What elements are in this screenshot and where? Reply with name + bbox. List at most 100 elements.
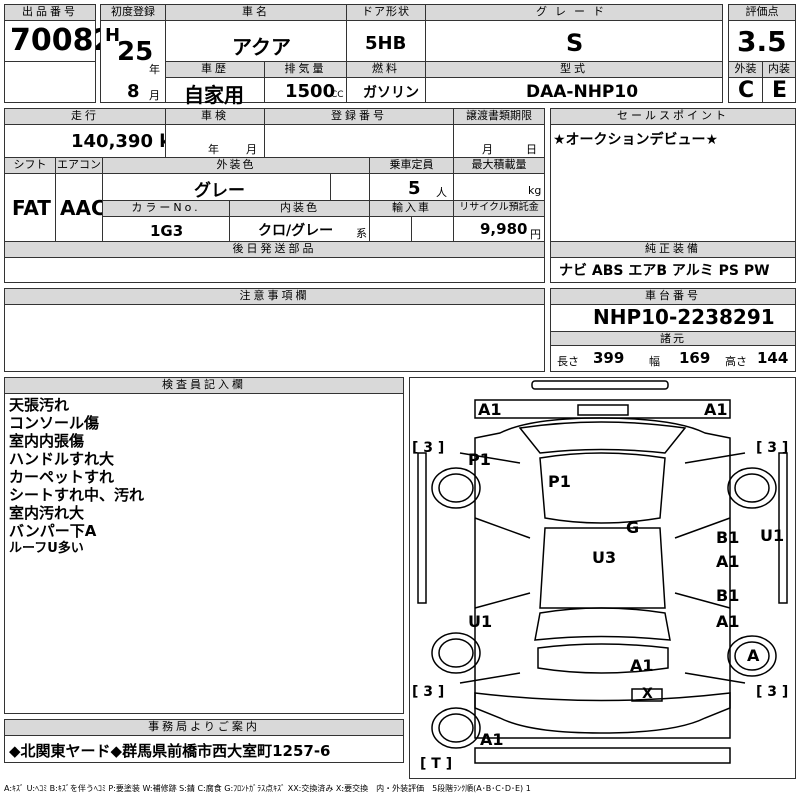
office-label: 事務局よりご案内 [5, 720, 403, 736]
car-diagram: A1 A1 [ 3 ] [ 3 ] P1 P1 G B1 U1 U3 A1 B1… [409, 377, 796, 779]
office-box: 事務局よりご案内 ◆北関東ヤード◆群馬県前橋市西大室町1257-6 [4, 719, 404, 763]
mark-x-plate: X [642, 686, 653, 702]
recycle-unit: 円 [530, 228, 541, 241]
first-reg-box: 初度登録 H 25 年 8 月 [100, 4, 166, 103]
model-value: DAA-NHP10 [526, 82, 639, 102]
shift-label: シフト [5, 158, 55, 173]
mark-front-right: A1 [704, 400, 728, 419]
int-grade-value: E [772, 78, 788, 103]
note-line: ルーフU多い [9, 541, 84, 556]
mark-tire-fl: [ 3 ] [412, 440, 445, 456]
first-reg-year: 25 [117, 37, 154, 67]
mark-p1-hood: P1 [548, 472, 571, 491]
ext-grade-box: 外装 C [728, 61, 763, 103]
note-line: 室内内張傷 [9, 432, 85, 450]
first-reg-year-unit: 年 [149, 63, 160, 76]
mark-b1-b: B1 [716, 586, 740, 605]
later-parts-box: 後日発送部品 [4, 241, 545, 283]
max-load-unit: kg [528, 184, 542, 197]
specs-label: 諸元 [551, 331, 795, 346]
lot-box: 出品番号 70082 [4, 4, 114, 62]
transfer-month-unit: 月 [482, 143, 493, 156]
ext-color-value: グレー [194, 181, 245, 201]
int-grade-label: 内装 [763, 62, 795, 78]
note-line: バンパー下A [9, 522, 97, 540]
height-label: 高さ [725, 355, 747, 368]
sales-point-label: セールスポイント [551, 109, 795, 125]
ext-grade-label: 外装 [729, 62, 762, 78]
ext-grade-value: C [738, 78, 755, 103]
max-load-label: 最大積載量 [454, 158, 544, 173]
first-reg-month: 8 [127, 81, 140, 102]
fuel-value: ガソリン [363, 85, 419, 101]
transfer-box: 譲渡書類期限 月 日 [453, 108, 545, 158]
note-line: カーペットすれ [9, 468, 115, 486]
displacement-box: 排気量 1500 CC [264, 61, 347, 103]
transfer-label: 譲渡書類期限 [454, 109, 544, 125]
displacement-value: 1500 [285, 81, 336, 102]
mileage-label: 走行 [5, 109, 165, 125]
equipment-label: 純正装備 [551, 242, 795, 258]
height-value: 144 [757, 349, 789, 367]
int-color-label: 内装色 [230, 201, 369, 216]
history-value: 自家用 [184, 83, 244, 107]
mark-p1-fender: P1 [468, 450, 491, 469]
capacity-unit: 人 [436, 186, 447, 199]
transfer-day-unit: 日 [526, 143, 537, 156]
inspection-month-unit: 月 [246, 143, 257, 156]
mileage-box: 走行 140,390 km [4, 108, 190, 158]
mark-tire-fr: [ 3 ] [756, 440, 789, 456]
car-name-value: アクア [232, 35, 291, 59]
lot-blank [4, 61, 96, 103]
int-color-value: クロ/グレー [258, 223, 334, 239]
fuel-label: 燃料 [347, 62, 425, 78]
length-label: 長さ [557, 355, 579, 368]
color-no-value: 1G3 [150, 222, 184, 240]
inspection-year-unit: 年 [208, 143, 219, 156]
grade-box: グレード S [425, 4, 723, 62]
later-parts-label: 後日発送部品 [5, 242, 544, 258]
mark-u1-right: U1 [760, 526, 785, 545]
ac-value: AAC [60, 196, 106, 220]
door-value: 5HB [365, 33, 407, 54]
fuel-box: 燃料 ガソリン [346, 61, 426, 103]
sales-point-value: ★オークションデビュー★ [553, 132, 719, 148]
note-line: 室内汚れ大 [9, 504, 85, 522]
shift-value: FAT [12, 196, 51, 220]
mark-tire-rr: [ 3 ] [756, 684, 789, 700]
color-no-label: カラーNo. [103, 201, 229, 216]
mark-tire-t: [ T ] [420, 756, 453, 772]
chassis-box: 車台番号 NHP10-2238291 諸元 長さ 399 幅 169 高さ 14… [550, 288, 796, 372]
first-reg-label: 初度登録 [101, 5, 165, 21]
car-name-box: 車名 アクア [165, 4, 347, 62]
model-box: 型式 DAA-NHP10 [425, 61, 723, 103]
reg-no-label: 登録番号 [265, 109, 453, 125]
door-box: ドア形状 5HB [346, 4, 426, 62]
history-label: 車歴 [166, 62, 264, 78]
int-grade-box: 内装 E [762, 61, 796, 103]
car-outline [417, 380, 788, 764]
first-reg-era: H [105, 25, 121, 46]
grade-label: グレード [426, 5, 722, 21]
score-value: 3.5 [737, 25, 787, 58]
lot-number: 70082 [10, 23, 115, 58]
mark-a1-rear: A1 [630, 656, 654, 675]
inspection-box: 車検 年 月 [165, 108, 265, 158]
mark-b1-a: B1 [716, 528, 740, 547]
inspector-notes: 天張汚れ コンソール傷 室内内張傷 ハンドルすれ大 カーペットすれ シートすれ中… [9, 396, 144, 558]
recycle-value: 9,980 [480, 220, 528, 238]
mark-front-left: A1 [478, 400, 502, 419]
legend: A:ｷｽﾞ U:ﾍｺﾐ B:ｷｽﾞを伴うﾍｺﾐ P:要塗装 W:補修跡 S:錆 … [4, 784, 531, 793]
mileage-value: 140,390 km [71, 131, 190, 152]
mark-u3-roof: U3 [592, 548, 617, 567]
reg-no-box: 登録番号 [264, 108, 454, 158]
equipment-box: 純正装備 ナビ ABS エアB アルミ PS PW [550, 241, 796, 283]
width-label: 幅 [649, 355, 660, 368]
displacement-label: 排気量 [265, 62, 346, 78]
mark-tire-rl: [ 3 ] [412, 684, 445, 700]
note-line: 天張汚れ [9, 396, 70, 414]
inspector-label: 検査員記入欄 [5, 378, 403, 394]
note-line: コンソール傷 [9, 414, 100, 432]
inspector-box: 検査員記入欄 天張汚れ コンソール傷 室内内張傷 ハンドルすれ大 カーペットすれ… [4, 377, 404, 714]
import-label: 輸入車 [370, 201, 453, 216]
